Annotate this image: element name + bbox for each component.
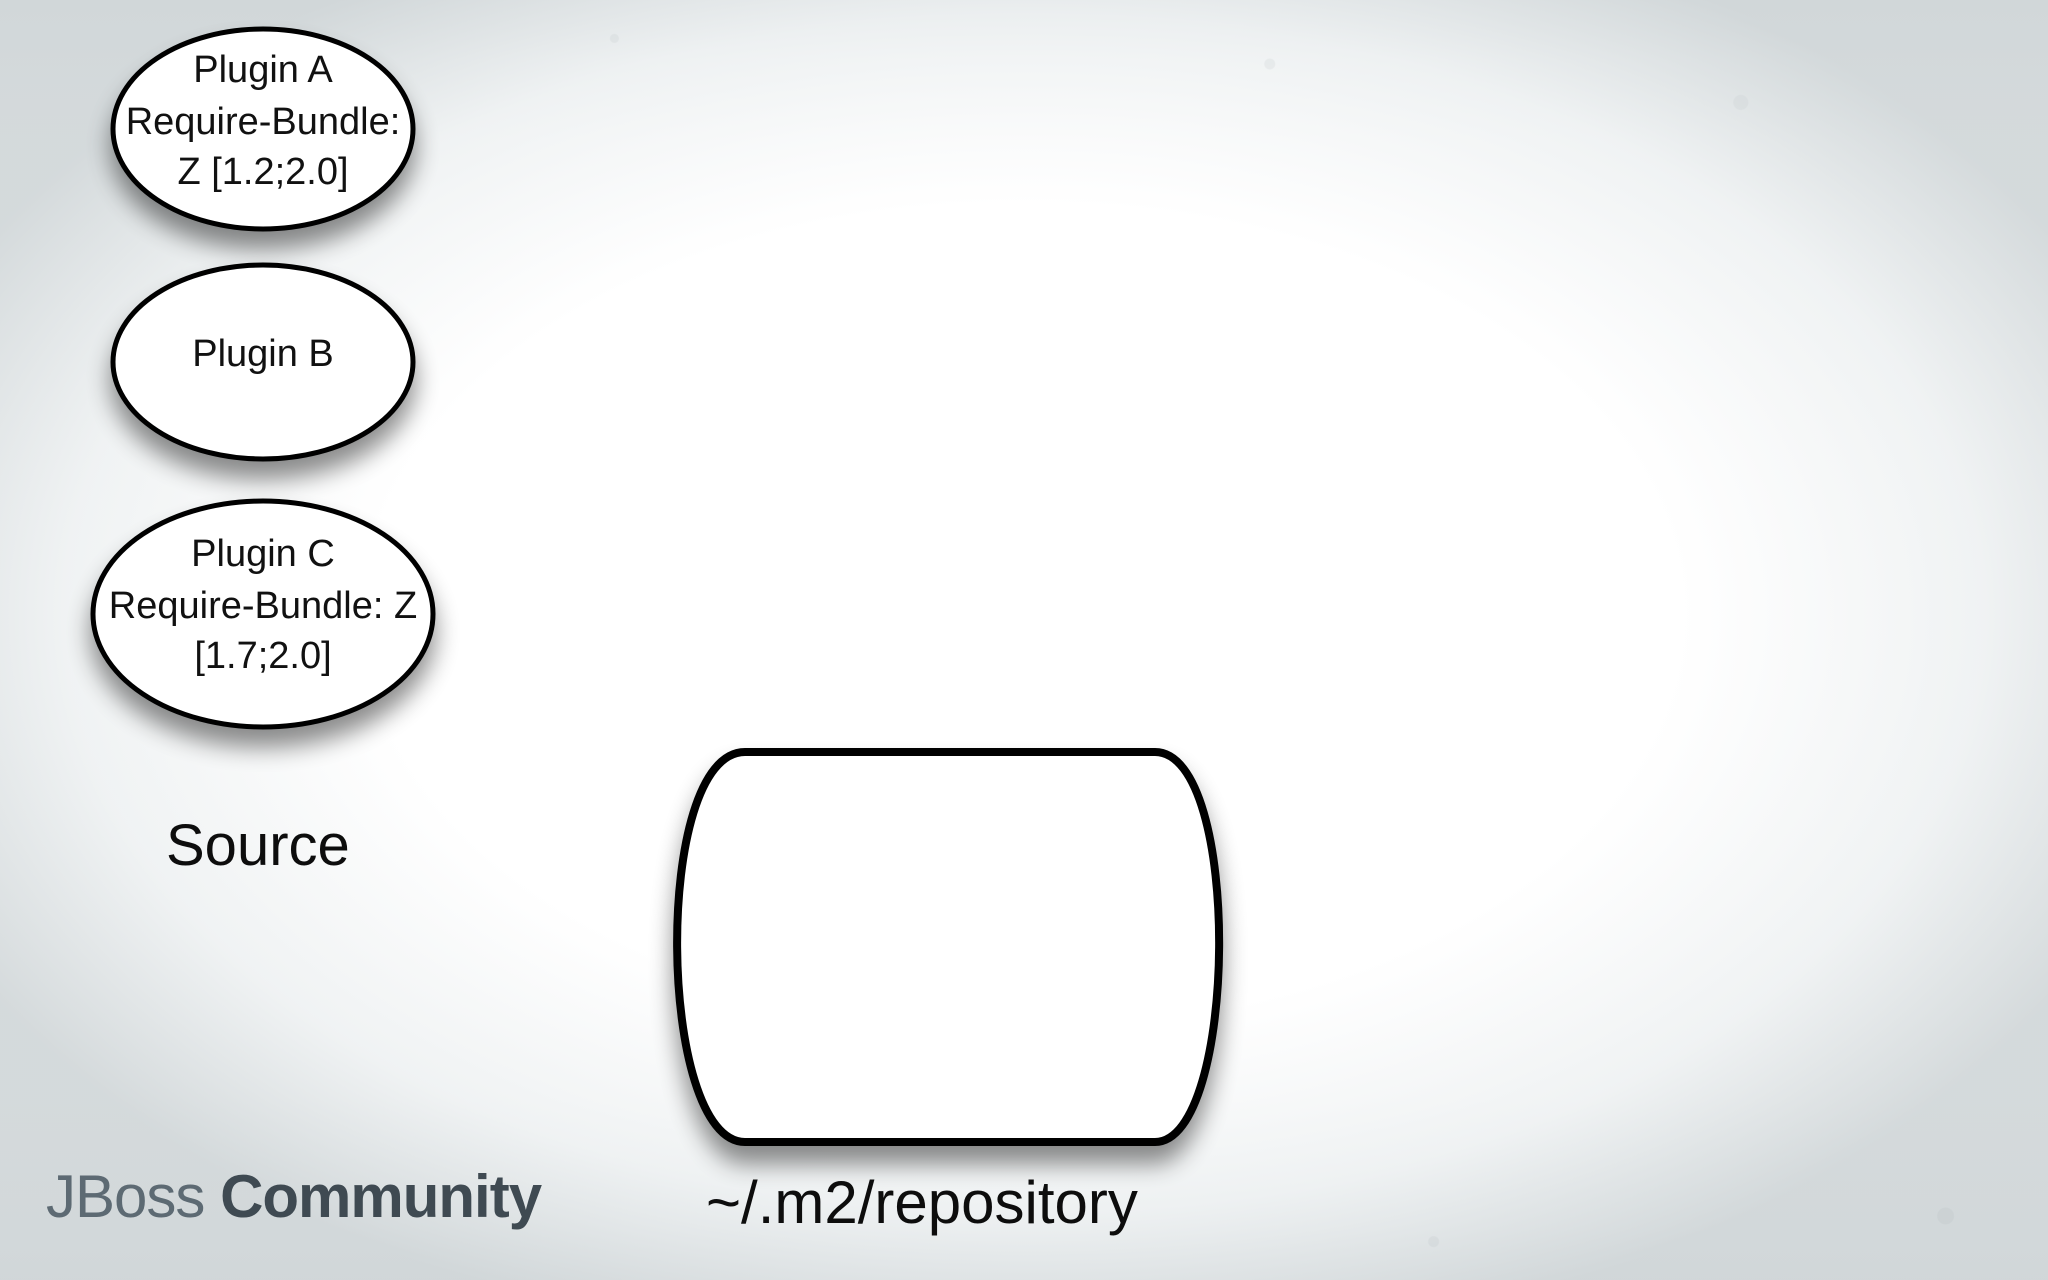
source-label: Source: [166, 813, 350, 878]
plugin-a-node: Plugin A Require-Bundle: Z [1.2;2.0]: [110, 26, 416, 232]
logo-jboss-text: JBoss: [46, 1163, 205, 1230]
repository-container: [673, 748, 1224, 1146]
plugin-a-name: Plugin A: [193, 49, 333, 91]
plugin-c-node: Plugin C Require-Bundle: Z [1.7;2.0]: [90, 498, 436, 730]
plugin-b-node: Plugin B: [110, 262, 416, 462]
plugin-a-require: Require-Bundle:: [126, 101, 401, 143]
plugin-c-range: [1.7;2.0]: [194, 635, 331, 677]
plugin-b-name: Plugin B: [192, 333, 334, 375]
plugin-c-name: Plugin C: [191, 533, 335, 575]
jboss-community-logo: JBoss Community: [46, 1162, 542, 1231]
logo-community-text: Community: [220, 1163, 542, 1230]
repository-label: ~/.m2/repository: [706, 1169, 1138, 1236]
plugin-a-range: Z [1.2;2.0]: [177, 151, 348, 193]
plugin-c-require: Require-Bundle: Z: [109, 585, 417, 627]
